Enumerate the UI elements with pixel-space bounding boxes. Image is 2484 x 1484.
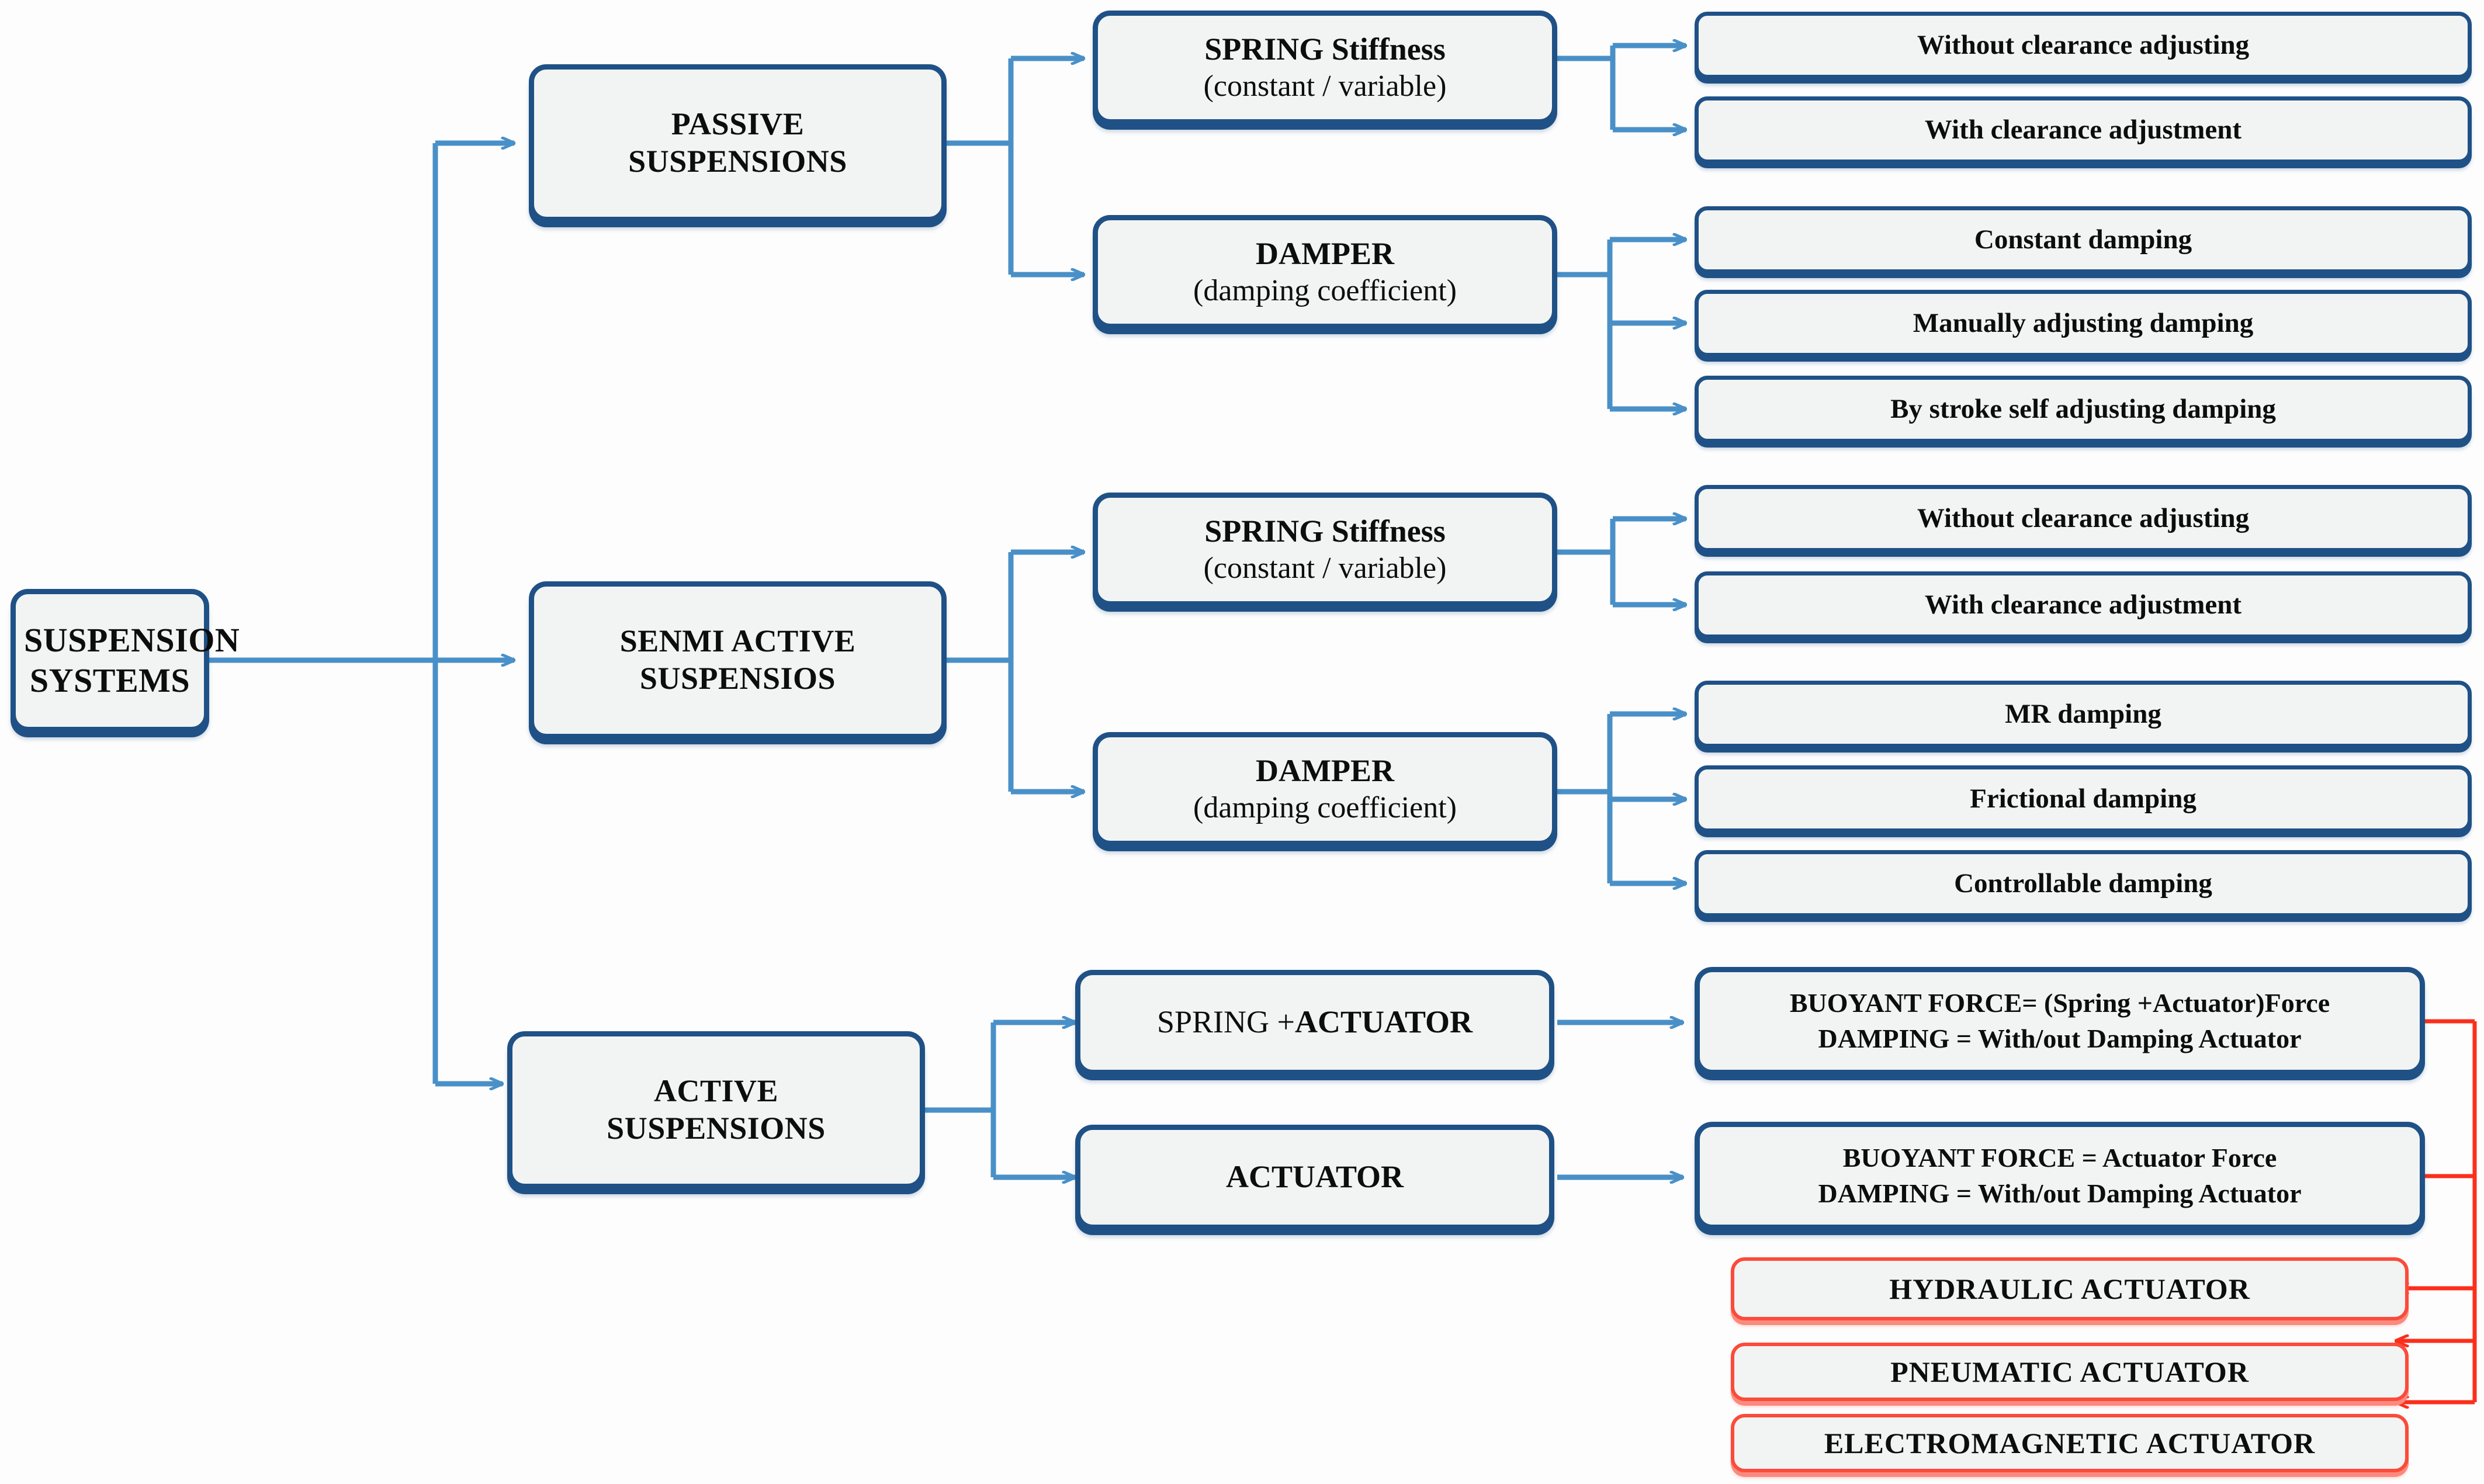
passive-damper-line1: DAMPER (1256, 235, 1394, 271)
node-electromagnetic-actuator[interactable]: ELECTROMAGNETIC ACTUATOR (1731, 1414, 2409, 1472)
passive-spring-wires (1557, 46, 1686, 130)
formula-1-line1: BUOYANT FORCE= (Spring +Actuator)Force (1789, 987, 2330, 1018)
active-line1: ACTIVE (653, 1073, 779, 1109)
spring-actuator-label-bold: ACTUATOR (1294, 1004, 1473, 1040)
semi-damper-wires (1557, 714, 1686, 883)
node-semi-active-suspensions[interactable]: SENMI ACTIVE SUSPENSIOS (529, 581, 947, 739)
node-spring-plus-actuator[interactable]: SPRING +ACTUATOR (1075, 970, 1554, 1075)
node-semi-spring[interactable]: SPRING Stiffness (constant / variable) (1093, 493, 1557, 606)
semi-spring-wires (1557, 519, 1686, 605)
node-semi-spring-leaf-2[interactable]: With clearance adjustment (1695, 571, 2472, 639)
passive-branch-wires (941, 58, 1084, 275)
actuator-red-bus (2396, 1019, 2477, 1402)
node-pneumatic-actuator[interactable]: PNEUMATIC ACTUATOR (1731, 1343, 2409, 1401)
semi-branch-wires (941, 552, 1084, 792)
node-semi-damper-leaf-2[interactable]: Frictional damping (1695, 765, 2472, 833)
active-branch-wires (925, 1022, 1075, 1177)
node-passive-damper-leaf-1[interactable]: Constant damping (1695, 206, 2472, 273)
formula-2-line1: BUOYANT FORCE = Actuator Force (1842, 1142, 2277, 1173)
node-passive-spring[interactable]: SPRING Stiffness (constant / variable) (1093, 11, 1557, 124)
passive-damper-line2: (damping coefficient) (1193, 273, 1457, 307)
semi-damper-line2: (damping coefficient) (1193, 790, 1457, 824)
passive-damper-wires (1557, 240, 1686, 409)
node-suspension-systems[interactable]: SUSPENSION SYSTEMS (11, 589, 240, 732)
node-semi-damper[interactable]: DAMPER (damping coefficient) (1093, 732, 1557, 846)
root-line1: SUSPENSION (24, 621, 240, 660)
node-passive-damper[interactable]: DAMPER (damping coefficient) (1093, 215, 1557, 329)
node-passive-damper-leaf-3[interactable]: By stroke self adjusting damping (1695, 376, 2472, 443)
actuator-label: ACTUATOR (1225, 1159, 1404, 1195)
node-passive-suspensions[interactable]: PASSIVE SUSPENSIONS (529, 64, 947, 222)
node-passive-spring-leaf-2[interactable]: With clearance adjustment (1695, 96, 2472, 164)
active-result-wires (1557, 1022, 1683, 1177)
passive-line2: SUSPENSIONS (628, 144, 847, 179)
node-semi-spring-leaf-1[interactable]: Without clearance adjusting (1695, 485, 2472, 552)
semi-spring-line1: SPRING Stiffness (1204, 513, 1446, 549)
active-line2: SUSPENSIONS (607, 1111, 826, 1146)
semi-spring-line2: (constant / variable) (1203, 551, 1447, 585)
formula-1-line2: DAMPING = With/out Damping Actuator (1818, 1023, 2302, 1053)
semi-line2: SUSPENSIOS (639, 661, 836, 696)
formula-2-line2: DAMPING = With/out Damping Actuator (1818, 1178, 2302, 1208)
node-hydraulic-actuator[interactable]: HYDRAULIC ACTUATOR (1731, 1257, 2409, 1320)
node-actuator[interactable]: ACTUATOR (1075, 1125, 1554, 1230)
node-semi-damper-leaf-3[interactable]: Controllable damping (1695, 850, 2472, 917)
semi-damper-line1: DAMPER (1256, 753, 1394, 788)
passive-spring-line1: SPRING Stiffness (1204, 31, 1446, 67)
node-active-suspensions[interactable]: ACTIVE SUSPENSIONS (507, 1031, 925, 1189)
node-semi-damper-leaf-1[interactable]: MR damping (1695, 681, 2472, 748)
root-line2: SYSTEMS (29, 661, 190, 699)
root-trunk (207, 143, 514, 1084)
node-passive-damper-leaf-2[interactable]: Manually adjusting damping (1695, 290, 2472, 357)
semi-line1: SENMI ACTIVE (619, 623, 856, 659)
node-passive-spring-leaf-1[interactable]: Without clearance adjusting (1695, 12, 2472, 79)
passive-line1: PASSIVE (671, 106, 805, 142)
node-spring-actuator-formula[interactable]: BUOYANT FORCE= (Spring +Actuator)Force D… (1695, 967, 2425, 1075)
passive-spring-line2: (constant / variable) (1203, 69, 1447, 103)
spring-actuator-label-normal: SPRING + (1156, 1004, 1295, 1040)
node-actuator-formula[interactable]: BUOYANT FORCE = Actuator Force DAMPING =… (1695, 1122, 2425, 1230)
